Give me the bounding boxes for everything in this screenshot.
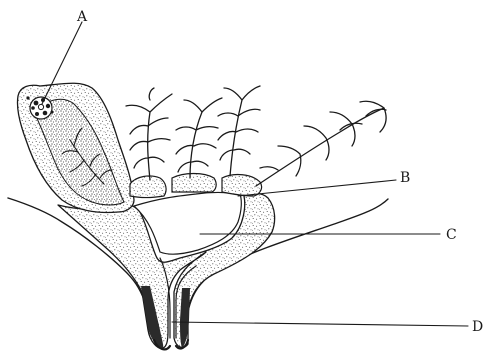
frond-2 [176,98,222,178]
rim-left [130,176,166,198]
label-b: B [400,170,410,186]
label-d: D [472,319,483,335]
label-c: C [446,227,457,243]
rim-right [222,175,262,196]
frond-4 [256,101,386,186]
leader-line-d [172,322,468,326]
label-a: A [76,9,88,25]
rim-middle [172,174,216,193]
frond-1 [126,88,172,180]
frond-3 [218,86,260,176]
